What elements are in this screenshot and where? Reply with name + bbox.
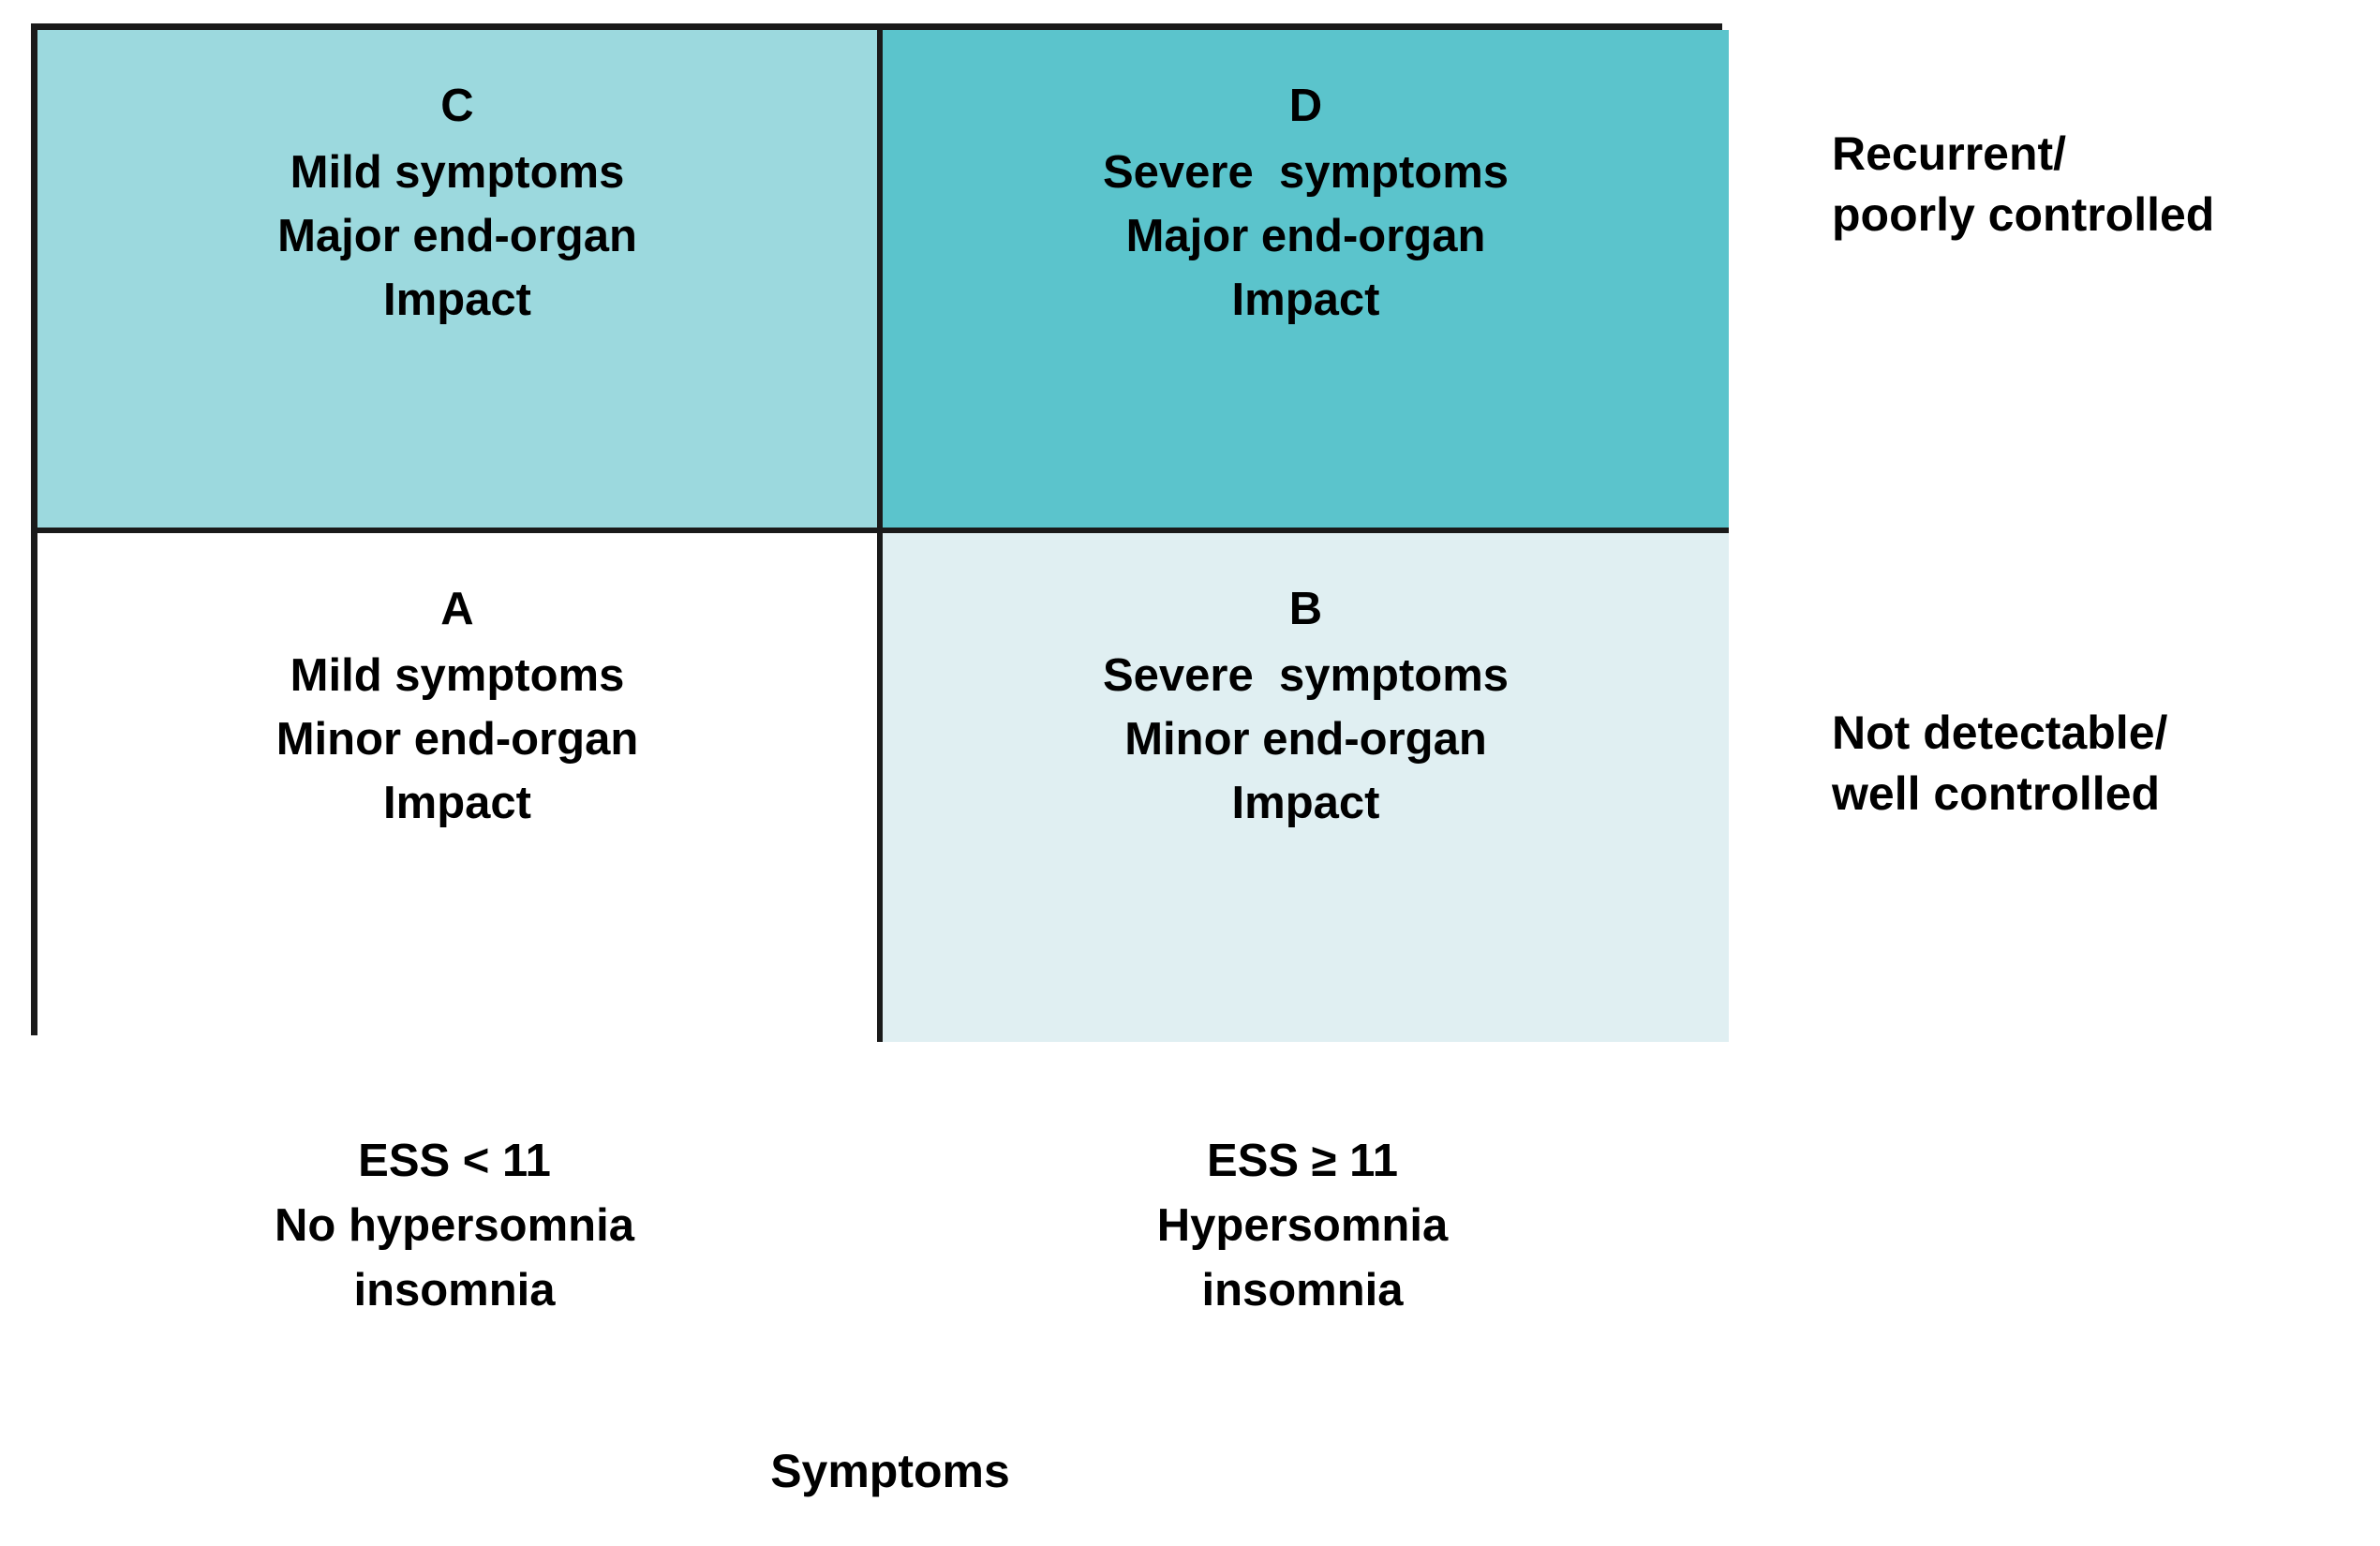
quadrant-c-line-2: Major end-organ [277,211,637,262]
quadrant-b-line-3: Impact [1231,778,1380,829]
quadrant-c-letter: C [440,81,474,131]
quadrant-cell-b: B Severe symptoms Minor end-organ Impact [883,533,1729,1042]
quadrant-d-line-2: Major end-organ [1125,211,1486,262]
quadrant-a-letter: A [440,584,474,634]
row-label-not-detectable-well-controlled: Not detectable/ well controlled [1832,706,2168,820]
row-label-recurrent-poorly-controlled: Recurrent/ poorly controlled [1832,127,2215,241]
quadrant-c-line-3: Impact [383,275,531,326]
quadrant-a-line-2: Minor end-organ [275,714,639,766]
column-label-ess-less-than-11: ESS < 11 No hypersomnia insomnia [275,1136,634,1316]
quadrant-matrix: C Mild symptoms Major end-organ Impact D… [31,23,1729,1042]
quadrant-d-letter: D [1288,81,1323,131]
column-label-ess-greater-equal-11: ESS ≥ 11 Hypersomnia insomnia [1156,1136,1449,1316]
quadrant-b-letter: B [1288,584,1323,634]
quadrant-cell-d: D Severe symptoms Major end-organ Impact [883,30,1729,533]
quadrant-b-line-1: Severe symptoms [1102,649,1510,701]
quadrant-d-line-1: Severe symptoms [1102,146,1510,198]
quadrant-cell-a: A Mild symptoms Minor end-organ Impact [37,533,883,1042]
quadrant-c-line-1: Mild symptoms [290,146,625,198]
quadrant-d-line-3: Impact [1231,275,1380,326]
x-axis-title: Symptoms [770,1445,1010,1497]
quadrant-a-line-3: Impact [383,778,531,829]
quadrant-cell-c: C Mild symptoms Major end-organ Impact [37,30,883,533]
quadrant-a-line-1: Mild symptoms [290,649,625,701]
quadrant-b-line-2: Minor end-organ [1124,714,1487,766]
